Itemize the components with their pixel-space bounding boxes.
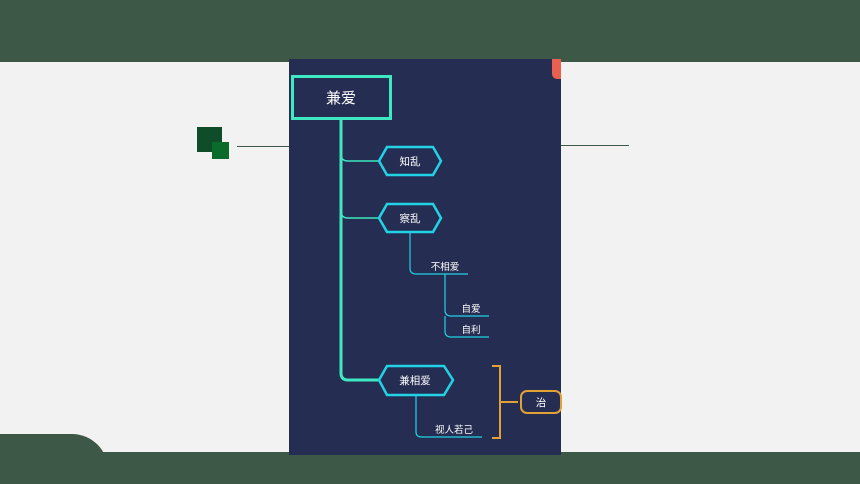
decor-line-right: [561, 145, 629, 146]
connector-zhiluan: [340, 153, 380, 162]
branch-label-jianxiangai: 兼相爱: [399, 374, 431, 387]
branch-label-chaluan: 察乱: [400, 212, 421, 225]
decor-line-left: [237, 146, 289, 147]
trunk-connector: [339, 118, 380, 382]
bracket-label-zhi: 治: [536, 396, 547, 409]
connector-chaluan: [340, 210, 380, 219]
corner-tab: [552, 59, 561, 79]
branch-node-jianxiangai[interactable]: 兼相爱: [377, 364, 455, 397]
header-band: [0, 0, 860, 62]
root-node[interactable]: 兼爱: [291, 75, 392, 120]
connector-shirenruoji: [415, 395, 482, 438]
footer-band: [0, 452, 860, 484]
bracket-connector: [492, 365, 518, 439]
decor-square-green: [212, 142, 229, 159]
connector-ziai: [444, 274, 489, 317]
sub-label-zili: 自利: [461, 324, 480, 336]
root-node-label: 兼爱: [326, 89, 356, 107]
sub-label-buxiangai: 不相爱: [431, 261, 460, 273]
sub-label-shirenruoji: 视人若己: [435, 424, 474, 436]
sub-label-ziai: 自爱: [461, 303, 480, 315]
connector-zili: [444, 316, 489, 338]
branch-node-chaluan[interactable]: 察乱: [377, 202, 443, 234]
branch-node-zhiluan[interactable]: 知乱: [377, 145, 443, 177]
connector-buxiangai: [409, 232, 468, 275]
bracket-node-zhi[interactable]: 治: [520, 390, 562, 414]
branch-label-zhiluan: 知乱: [400, 155, 421, 168]
